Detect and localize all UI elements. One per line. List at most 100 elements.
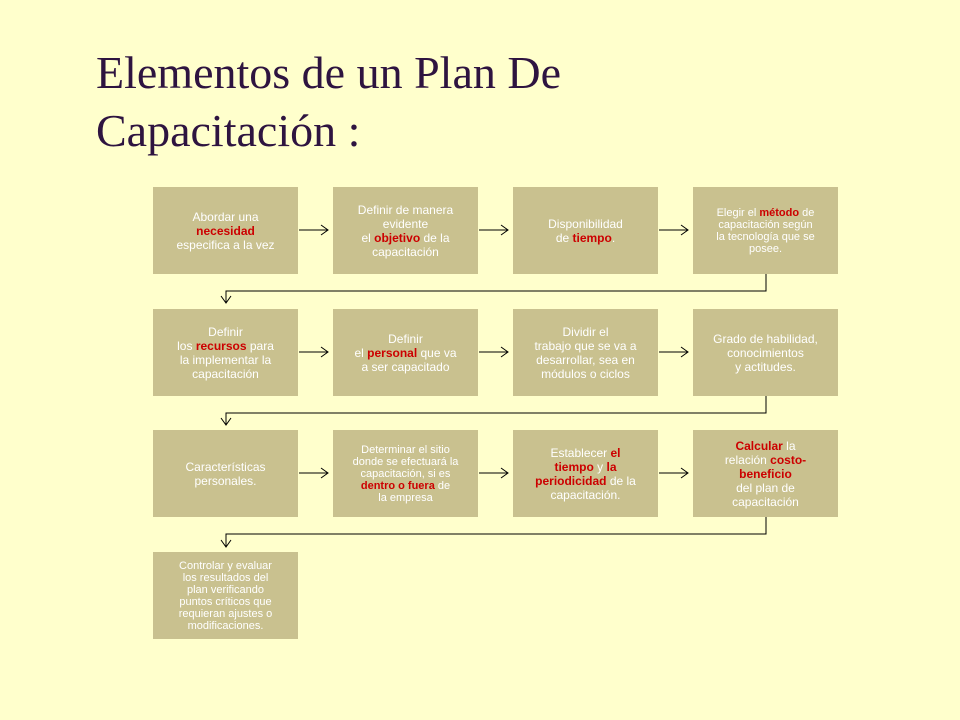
step-text-part: especifica a la vez <box>176 237 275 252</box>
page-title: Elementos de un Plan De Capacitación : <box>96 44 561 160</box>
step-text-part: modificaciones. <box>187 619 264 632</box>
step-text-part: Controlar y evaluar <box>179 559 272 572</box>
step-text-part: Abordar una <box>192 209 259 224</box>
arrow-3-4-head <box>680 224 689 236</box>
connector-row-2-3-head <box>220 417 232 426</box>
step-text-part: los <box>177 338 196 353</box>
step-text-part: desarrollar, sea en <box>536 352 635 367</box>
step-text-part: capacitación <box>192 366 259 381</box>
step-text-part: Características <box>185 459 266 474</box>
step-text-part: la tecnología que se <box>716 230 815 243</box>
arrow-10-11-head <box>500 467 509 479</box>
step-text-part: para <box>246 338 274 353</box>
arrow-5-6-head <box>320 346 329 358</box>
highlight-term: método <box>759 206 800 219</box>
step-text-part: trabajo que se va a <box>534 338 637 353</box>
step-text-part: Definir de manera <box>357 202 454 217</box>
step-text-part: Disponibilidad <box>548 216 623 231</box>
highlight-term: costo- <box>770 452 807 467</box>
step-text-part: los resultados del <box>182 571 269 584</box>
step-text-part: relación <box>724 452 771 467</box>
step-text-part: que va <box>417 345 457 360</box>
step-text-part: Dividir el <box>562 324 609 339</box>
step-text-part: y actitudes. <box>735 359 796 374</box>
step-text-part: Determinar el sitio <box>361 443 450 456</box>
connector-row-1-2 <box>225 274 767 303</box>
step-text-part: Establecer <box>550 445 611 460</box>
arrow-11-12-head <box>680 467 689 479</box>
connector-row-3-4 <box>225 517 767 547</box>
step-text-part: posee. <box>748 242 783 255</box>
step-text-part: . <box>611 230 616 245</box>
step-text-part: módulos o ciclos <box>541 366 630 381</box>
highlight-term: beneficio <box>739 466 792 481</box>
step-text-part: el <box>361 230 375 245</box>
step-text-part: capacitación. <box>550 487 621 502</box>
highlight-term: Calcular <box>735 438 783 453</box>
step-text-part: puntos críticos que <box>179 595 272 608</box>
step-text-part: donde se efectuará la <box>352 455 459 468</box>
title-line-1: Elementos de un Plan De <box>96 47 562 98</box>
connector-row-1-2-head <box>220 295 232 304</box>
step-text-part: capacitación <box>372 244 439 259</box>
step-text-part: conocimientos <box>727 345 804 360</box>
step-text-part: la <box>782 438 796 453</box>
highlight-term: necesidad <box>196 223 255 238</box>
step-text-part: evidente <box>382 216 429 231</box>
highlight-term: la <box>606 459 617 474</box>
step-text-part: de la <box>420 230 450 245</box>
connector-row-2-3 <box>225 396 767 425</box>
step-text-part: capacitación <box>732 494 799 509</box>
title-line-2: Capacitación : <box>96 105 361 156</box>
highlight-term: personal <box>367 345 418 360</box>
arrow-1-2-head <box>320 224 329 236</box>
step-text-part: y <box>593 459 607 474</box>
step-text-part: del plan de <box>736 480 795 495</box>
highlight-term: periodicidad <box>535 473 607 488</box>
arrow-9-10-head <box>320 467 329 479</box>
step-text-part: de <box>434 479 451 492</box>
step-text-part: capacitación, si es <box>360 467 451 480</box>
highlight-term: tiempo <box>572 230 612 245</box>
step-text-part: de <box>555 230 573 245</box>
step-text-part: capacitación según <box>718 218 813 231</box>
step-text-part: el <box>354 345 368 360</box>
step-text-part: Definir <box>388 331 423 346</box>
step-text-part: la empresa <box>378 491 433 504</box>
highlight-term: tiempo <box>554 459 594 474</box>
connector-row-3-4-head <box>220 539 232 548</box>
highlight-term: recursos <box>195 338 247 353</box>
arrow-2-3-head <box>500 224 509 236</box>
arrow-7-8-head <box>680 346 689 358</box>
step-text-part: Grado de habilidad, <box>713 331 818 346</box>
step-text-part: requieran ajustes o <box>178 607 273 620</box>
arrow-6-7-head <box>500 346 509 358</box>
step-text-part: personales. <box>194 473 257 488</box>
